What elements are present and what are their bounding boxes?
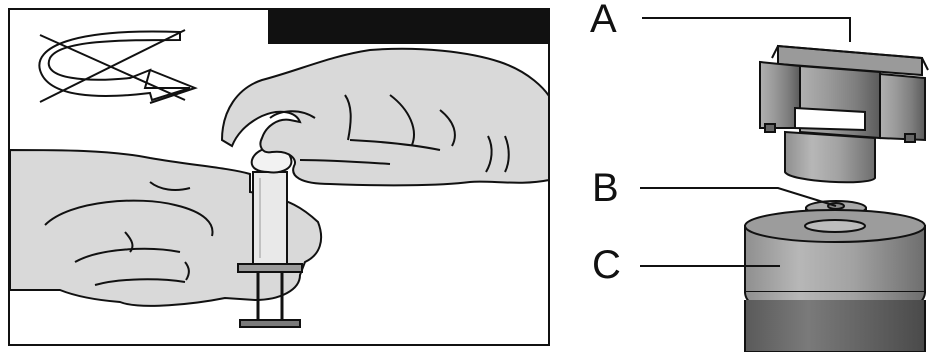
callout-a: A: [590, 0, 850, 42]
part-c-bottle: [745, 210, 925, 352]
callout-b-label: B: [592, 166, 619, 210]
component-diagram: A B C: [590, 0, 928, 352]
left-illustration-panel: [9, 9, 549, 345]
header-bar: [268, 9, 549, 44]
callout-c-label: C: [592, 243, 621, 287]
callout-a-label: A: [590, 0, 617, 41]
part-a-cap: [760, 46, 928, 182]
